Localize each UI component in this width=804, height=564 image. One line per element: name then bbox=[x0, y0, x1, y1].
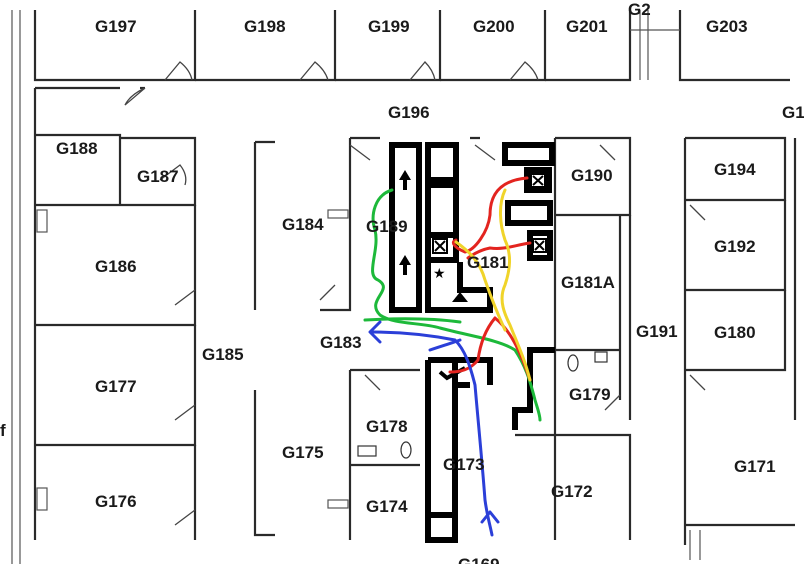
svg-text:★: ★ bbox=[433, 266, 446, 282]
room-G200: G200 bbox=[473, 17, 515, 36]
x-box-icon bbox=[432, 238, 448, 254]
room-G180: G180 bbox=[714, 323, 756, 342]
room-G198: G198 bbox=[244, 17, 286, 36]
room-G185: G185 bbox=[202, 345, 244, 364]
room-G196: G196 bbox=[388, 103, 430, 122]
room-G1-partial: G1 bbox=[782, 103, 804, 122]
room-G172: G172 bbox=[551, 482, 593, 501]
casework bbox=[389, 142, 555, 543]
blue-arrow-icon bbox=[480, 510, 500, 524]
x-box-icon bbox=[530, 173, 546, 188]
star-icon: ★ bbox=[433, 266, 446, 282]
room-G183: G183 bbox=[320, 333, 362, 352]
room-G169: G169 bbox=[458, 555, 500, 564]
toilet-icon bbox=[400, 354, 579, 459]
room-G184: G184 bbox=[282, 215, 324, 234]
room-G173: G173 bbox=[443, 455, 485, 474]
room-G171: G171 bbox=[734, 457, 776, 476]
green-route bbox=[363, 317, 462, 324]
room-G190: G190 bbox=[571, 166, 613, 185]
room-G201: G201 bbox=[566, 17, 608, 36]
sink-icon bbox=[357, 351, 608, 457]
green-route bbox=[371, 188, 542, 422]
up-arrow-icon bbox=[399, 170, 411, 190]
room-G197: G197 bbox=[95, 17, 137, 36]
walls bbox=[11, 10, 797, 564]
room-G199: G199 bbox=[368, 17, 410, 36]
room-G188: G188 bbox=[56, 139, 98, 158]
room-G187: G187 bbox=[137, 167, 179, 186]
svg-text:★: ★ bbox=[520, 147, 531, 161]
yellow-route bbox=[454, 188, 532, 382]
blue-route bbox=[370, 330, 494, 537]
room-G194: G194 bbox=[714, 160, 756, 179]
room-G176: G176 bbox=[95, 492, 137, 511]
room-G177: G177 bbox=[95, 377, 137, 396]
room-G186: G186 bbox=[95, 257, 137, 276]
room-G2-partial: G2 bbox=[628, 0, 651, 19]
red-route bbox=[448, 176, 532, 382]
room-G175: G175 bbox=[282, 443, 324, 462]
room-G181: G181 bbox=[467, 253, 509, 272]
room-G191: G191 bbox=[636, 322, 678, 341]
blue-route bbox=[428, 338, 462, 352]
warning-triangle-icon bbox=[452, 292, 468, 302]
room-G189: G189 bbox=[366, 217, 408, 236]
up-arrow-icon bbox=[399, 255, 411, 275]
blue-arrow-icon bbox=[368, 320, 382, 344]
room-G179: G179 bbox=[569, 385, 611, 404]
room-G192: G192 bbox=[714, 237, 756, 256]
room-G174: G174 bbox=[366, 497, 408, 516]
edge-fragment: f bbox=[0, 421, 6, 440]
room-G203: G203 bbox=[706, 17, 748, 36]
room-G178: G178 bbox=[366, 417, 408, 436]
room-G181A: G181A bbox=[561, 273, 615, 292]
star-icon: ★ bbox=[520, 147, 531, 161]
x-box-icon bbox=[532, 238, 547, 253]
